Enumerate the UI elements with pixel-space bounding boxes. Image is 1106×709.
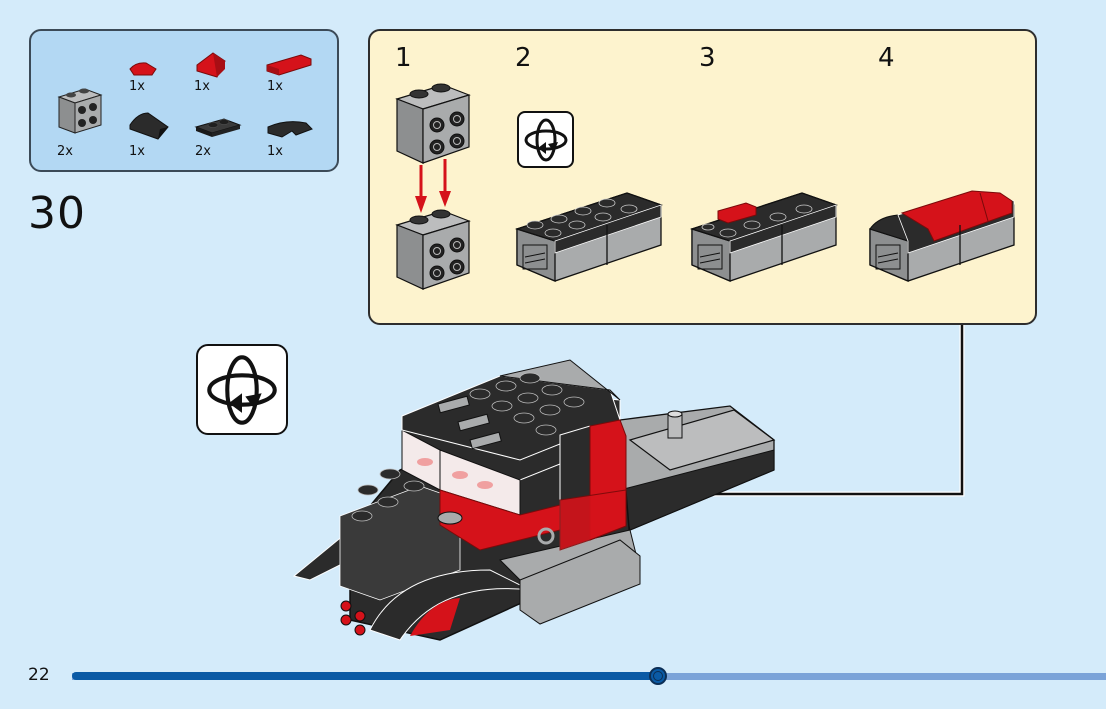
part-brick-gray-icon <box>57 88 103 134</box>
sub-step-2-illustration <box>514 192 663 282</box>
sub-step-number: 3 <box>699 43 716 73</box>
progress-knob[interactable] <box>649 667 668 685</box>
parts-list-box: 2x 1x 1x 1x 1x 2x 1x <box>29 29 339 172</box>
sub-step-number: 2 <box>515 43 532 73</box>
brick-bottom <box>395 209 471 290</box>
part-qty: 1x <box>267 79 283 94</box>
part-qty: 2x <box>57 144 73 159</box>
sub-step-1-illustration <box>395 83 471 290</box>
part-tile-red-icon <box>129 62 157 76</box>
part-qty: 1x <box>129 144 145 159</box>
down-arrow-icon <box>415 159 451 213</box>
part-slope-red-icon <box>196 52 226 78</box>
part-plate-black-icon <box>194 118 242 137</box>
part-qty: 1x <box>129 79 145 94</box>
sub-step-3-illustration <box>689 192 838 282</box>
part-qty: 2x <box>195 144 211 159</box>
sub-assembly-panel: 1 2 3 4 <box>368 29 1037 325</box>
main-model-illustration <box>292 359 776 641</box>
sub-step-4-illustration <box>869 190 1015 282</box>
brick-top <box>395 83 471 164</box>
progress-fill <box>72 672 659 680</box>
part-curved-slope-2x1-black-icon <box>267 121 313 138</box>
rotate-model-icon <box>517 111 574 168</box>
rotate-model-icon <box>196 344 288 435</box>
sub-step-number: 4 <box>878 43 895 73</box>
sub-step-number: 1 <box>395 43 412 73</box>
part-qty: 1x <box>267 144 283 159</box>
progress-bar <box>72 667 1106 685</box>
part-curved-slope-red-icon <box>266 54 312 76</box>
step-number: 30 <box>28 188 86 239</box>
part-qty: 1x <box>194 79 210 94</box>
part-curved-slope-black-icon <box>129 112 169 140</box>
page-number: 22 <box>28 665 50 685</box>
